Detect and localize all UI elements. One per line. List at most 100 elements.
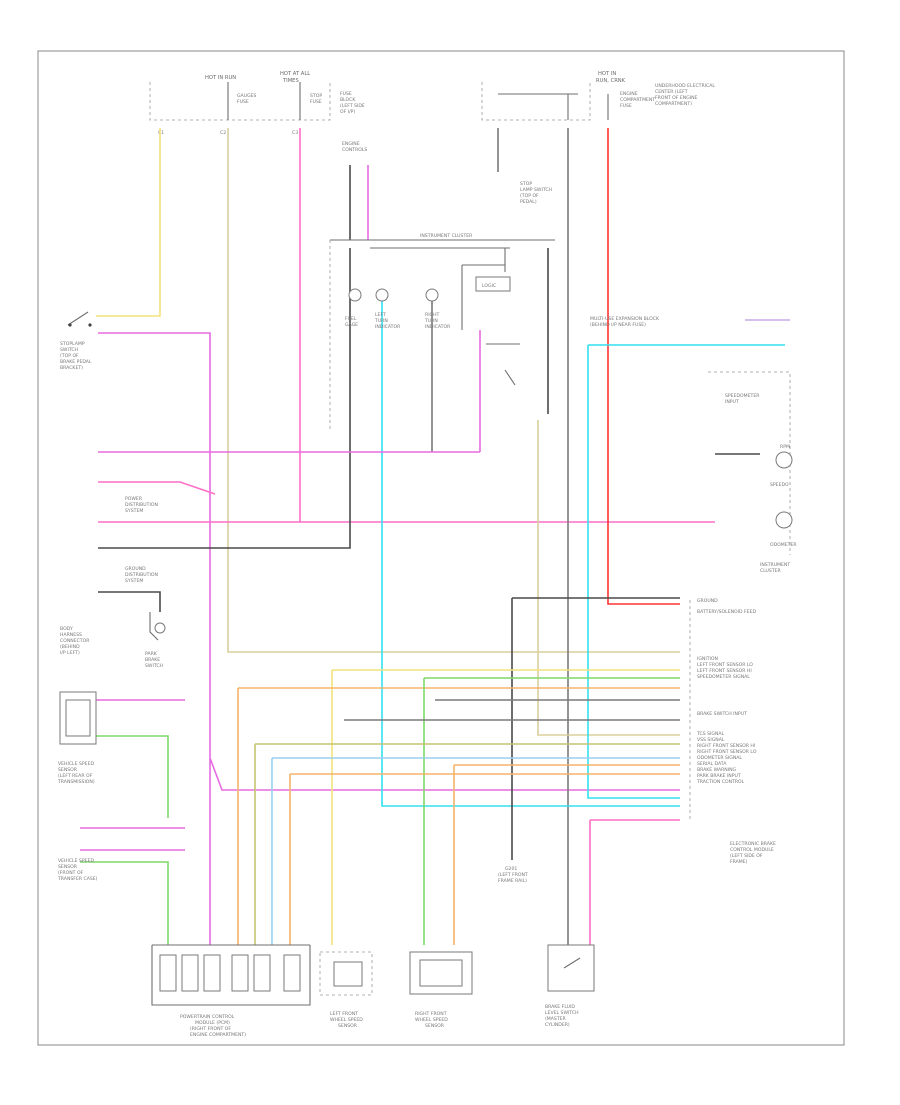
- svg-text:LOGIC: LOGIC: [482, 283, 496, 289]
- wire-orange-23: [237, 687, 680, 945]
- svg-text:BRAKE WARNING: BRAKE WARNING: [697, 767, 737, 773]
- svg-text:CLUSTER: CLUSTER: [760, 568, 782, 574]
- svg-text:RIGHT FRONT SENSOR HI: RIGHT FRONT SENSOR HI: [697, 743, 755, 749]
- svg-text:(BEHIND I/P NEAR FUSE): (BEHIND I/P NEAR FUSE): [590, 322, 646, 328]
- diagram-frame: [37, 50, 845, 1046]
- vss-rear-box: VEHICLE SPEED SENSOR (LEFT REAR OF TRANS…: [57, 691, 97, 785]
- svg-text:STOP: STOP: [310, 93, 322, 99]
- svg-text:(TOP OF: (TOP OF: [60, 353, 79, 359]
- svg-text:(RIGHT FRONT OF: (RIGHT FRONT OF: [190, 1026, 231, 1032]
- svg-text:STOP: STOP: [520, 181, 532, 187]
- svg-text:FUEL: FUEL: [345, 316, 357, 322]
- svg-text:BLOCK: BLOCK: [340, 97, 356, 103]
- svg-text:GAUGES: GAUGES: [237, 93, 257, 99]
- vss-front-labels: VEHICLE SPEED SENSOR (FRONT OF TRANSFER …: [57, 858, 98, 882]
- svg-text:TRANSMISSION): TRANSMISSION): [57, 779, 95, 785]
- svg-text:(LEFT SIDE OF: (LEFT SIDE OF: [730, 853, 763, 859]
- svg-text:FUSE: FUSE: [620, 103, 632, 109]
- svg-text:WHEEL SPEED: WHEEL SPEED: [330, 1017, 363, 1023]
- svg-text:RUN, CRNK: RUN, CRNK: [596, 78, 626, 84]
- wire-black-21: [98, 591, 161, 612]
- svg-text:CENTER (LEFT: CENTER (LEFT: [655, 89, 688, 95]
- svg-text:HOT IN RUN: HOT IN RUN: [205, 75, 236, 81]
- abs-sensor-left-box: LEFT FRONT WHEEL SPEED SENSOR: [319, 951, 373, 1029]
- svg-text:INDICATOR: INDICATOR: [425, 324, 451, 330]
- abs-sensor-right-box: RIGHT FRONT WHEEL SPEED SENSOR: [409, 951, 473, 1029]
- wire-tan-14: [537, 420, 680, 736]
- svg-text:(BEHIND: (BEHIND: [60, 644, 80, 650]
- instrument-cluster-block: INSTRUMENT CLUSTER LOGIC FUEL GAGE LEFT …: [329, 233, 555, 430]
- svg-text:SPEEDOMETER SIGNAL: SPEEDOMETER SIGNAL: [697, 674, 750, 680]
- brake-pedal-switch: STOPLAMP SWITCH (TOP OF BRAKE PEDAL BRAC…: [60, 311, 92, 371]
- speedometer-box: SPEEDOMETER INPUT RPM SPEEDO ODOMETER IN…: [708, 371, 797, 574]
- svg-text:(FRONT OF: (FRONT OF: [58, 870, 84, 876]
- svg-text:HOT AT ALL: HOT AT ALL: [280, 71, 310, 77]
- svg-text:FRONT OF ENGINE: FRONT OF ENGINE: [655, 95, 698, 101]
- wire-yellow-0: [96, 128, 161, 317]
- svg-text:HARNESS: HARNESS: [60, 632, 82, 638]
- svg-text:DISTRIBUTION: DISTRIBUTION: [125, 502, 158, 508]
- svg-text:ENGINE: ENGINE: [342, 141, 360, 147]
- svg-text:SPEEDOMETER: SPEEDOMETER: [725, 393, 760, 399]
- svg-text:GAGE: GAGE: [345, 322, 358, 328]
- pcm-box: POWERTRAIN CONTROL MODULE (PCM) (RIGHT F…: [151, 944, 311, 1038]
- svg-text:TIMES: TIMES: [282, 78, 299, 84]
- svg-text:COMPARTMENT: COMPARTMENT: [620, 97, 655, 103]
- wire-green-24: [423, 677, 680, 945]
- svg-text:ODOMETER SIGNAL: ODOMETER SIGNAL: [697, 755, 742, 761]
- wire-orange-28: [289, 773, 680, 945]
- svg-text:MODULE (PCM): MODULE (PCM): [195, 1020, 230, 1026]
- svg-text:ENGINE COMPARTMENT): ENGINE COMPARTMENT): [190, 1032, 246, 1038]
- svg-text:RPM: RPM: [780, 444, 790, 450]
- svg-text:SPEEDO: SPEEDO: [770, 482, 789, 488]
- svg-text:FUSE: FUSE: [340, 91, 352, 97]
- wire-pink-2: [299, 128, 715, 523]
- svg-text:BRACKET): BRACKET): [60, 365, 83, 371]
- svg-text:VEHICLE SPEED: VEHICLE SPEED: [58, 858, 94, 864]
- svg-text:(LEFT SIDE: (LEFT SIDE: [340, 103, 365, 109]
- svg-text:SENSOR: SENSOR: [425, 1023, 445, 1029]
- svg-text:BRAKE: BRAKE: [145, 657, 160, 663]
- svg-text:BRAKE PEDAL: BRAKE PEDAL: [60, 359, 92, 365]
- svg-text:LEFT FRONT: LEFT FRONT: [330, 1011, 358, 1017]
- fuse-block-right: HOT IN RUN, CRNK ENGINE COMPARTMENT FUSE…: [481, 71, 715, 121]
- wire-magenta-3: [98, 332, 680, 945]
- wire-pink-19: [98, 481, 216, 495]
- svg-text:HOT IN: HOT IN: [598, 71, 616, 77]
- svg-text:ENGINE: ENGINE: [620, 91, 638, 97]
- svg-text:INPUT: INPUT: [725, 399, 739, 405]
- svg-text:PEDAL): PEDAL): [520, 199, 537, 205]
- svg-text:MULTI-USE EXPANSION BLOCK: MULTI-USE EXPANSION BLOCK: [590, 316, 660, 322]
- svg-text:SWITCH: SWITCH: [145, 663, 163, 669]
- svg-text:C2: C2: [220, 130, 226, 136]
- wire-magenta-12: [98, 330, 481, 453]
- svg-text:INSTRUMENT CLUSTER: INSTRUMENT CLUSTER: [420, 233, 473, 239]
- svg-text:FUSE: FUSE: [237, 99, 249, 105]
- svg-text:LEVEL SWITCH: LEVEL SWITCH: [545, 1010, 579, 1016]
- wire-yellow-22: [331, 669, 680, 945]
- svg-text:RIGHT: RIGHT: [425, 312, 440, 318]
- svg-text:CONNECTOR: CONNECTOR: [60, 638, 90, 644]
- svg-text:CONTROL MODULE: CONTROL MODULE: [730, 847, 774, 853]
- svg-text:LEFT FRONT SENSOR LO: LEFT FRONT SENSOR LO: [697, 662, 753, 668]
- svg-text:POWER: POWER: [125, 496, 143, 502]
- svg-text:SWITCH: SWITCH: [60, 347, 78, 353]
- wire-cyan-15: [587, 344, 785, 799]
- svg-text:SENSOR: SENSOR: [58, 767, 78, 773]
- wire-black-9: [98, 248, 351, 549]
- svg-text:COMPARTMENT): COMPARTMENT): [655, 101, 692, 107]
- svg-text:BRAKE FLUID: BRAKE FLUID: [545, 1004, 575, 1010]
- svg-text:BATTERY/SOLENOID FEED: BATTERY/SOLENOID FEED: [697, 609, 756, 615]
- svg-text:C3: C3: [292, 130, 298, 136]
- svg-text:DISTRIBUTION: DISTRIBUTION: [125, 572, 158, 578]
- ebcm-block: GROUND BATTERY/SOLENOID FEED IGNITION LE…: [689, 598, 776, 865]
- svg-text:VSS SIGNAL: VSS SIGNAL: [697, 737, 725, 743]
- svg-text:FRAME): FRAME): [730, 859, 748, 865]
- svg-text:WHEEL SPEED: WHEEL SPEED: [415, 1017, 448, 1023]
- svg-text:PARK BRAKE INPUT: PARK BRAKE INPUT: [697, 773, 741, 779]
- svg-text:CONTROLS: CONTROLS: [342, 147, 367, 153]
- wire-orange-27: [453, 764, 680, 945]
- svg-text:IGNITION: IGNITION: [697, 656, 718, 662]
